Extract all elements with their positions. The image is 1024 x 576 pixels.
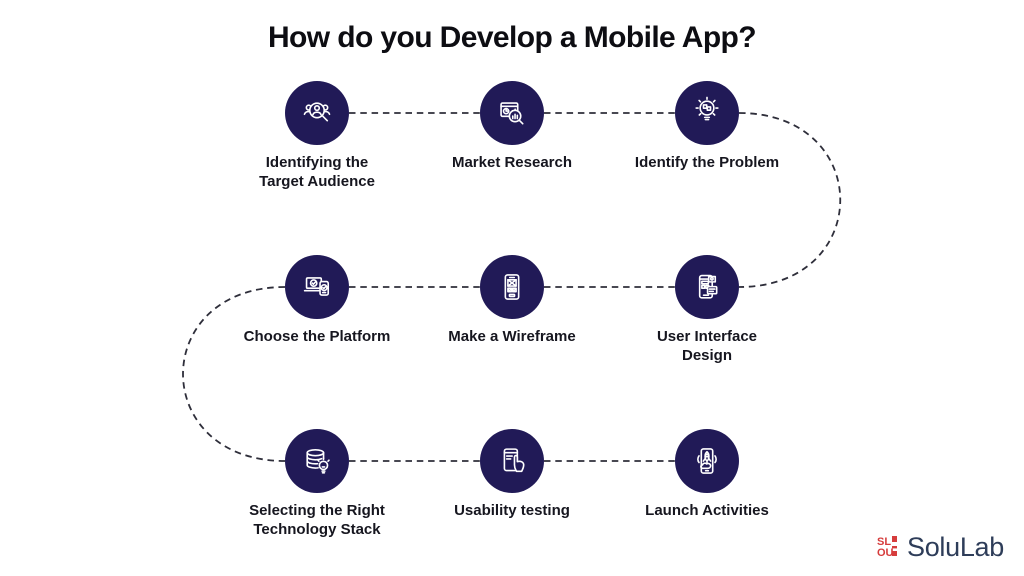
step-label: Launch Activities: [645, 502, 769, 519]
solulab-logo-text: SoluLab: [907, 532, 1004, 562]
step-launch-activities: Launch Activities: [607, 429, 807, 521]
step-identify-the-problem: Identify the Problem: [607, 81, 807, 173]
step-selecting-technology-stack: Selecting the Right Technology Stack: [217, 429, 417, 539]
svg-text:OU: OU: [877, 547, 894, 559]
svg-text:SL: SL: [877, 536, 891, 548]
step-identifying-target-audience: Identifying the Target Audience: [217, 81, 417, 191]
launch-rocket-icon: [675, 429, 739, 493]
ui-design-icon: [675, 255, 739, 319]
usability-testing-icon: [480, 429, 544, 493]
solulab-logo: SL OU SoluLab: [877, 529, 1004, 565]
audience-search-icon: [285, 81, 349, 145]
step-label: User Interface Design: [656, 328, 758, 364]
tech-stack-icon: [285, 429, 349, 493]
platform-devices-icon: [285, 255, 349, 319]
step-label: Market Research: [451, 154, 573, 171]
step-user-interface-design: User Interface Design: [607, 255, 807, 365]
step-choose-the-platform: Choose the Platform: [217, 255, 417, 347]
solulab-mark-icon: SL OU: [877, 536, 897, 559]
step-label: Choose the Platform: [243, 328, 391, 345]
wireframe-phone-icon: [480, 255, 544, 319]
step-label: Make a Wireframe: [448, 328, 576, 345]
step-usability-testing: Usability testing: [412, 429, 612, 521]
step-label: Identifying the Target Audience: [259, 154, 375, 190]
step-label: Usability testing: [454, 502, 570, 519]
problem-bulb-icon: [675, 81, 739, 145]
page-title: How do you Develop a Mobile App?: [267, 21, 757, 54]
step-market-research: Market Research: [412, 81, 612, 173]
step-label: Selecting the Right Technology Stack: [249, 502, 385, 538]
step-make-a-wireframe: Make a Wireframe: [412, 255, 612, 347]
step-label: Identify the Problem: [634, 154, 780, 171]
market-research-icon: [480, 81, 544, 145]
